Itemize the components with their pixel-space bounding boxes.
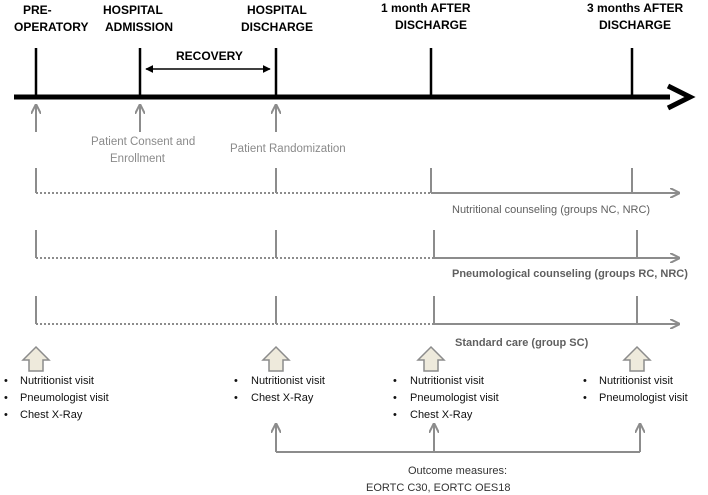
- month3-visit-list: • Nutritionist visit • Pneumologist visi…: [583, 375, 688, 404]
- month3-visit-block-arrow: [622, 345, 652, 372]
- discharge-visit-block-arrow: [261, 345, 291, 372]
- svg-text:•: •: [583, 392, 587, 404]
- phase-preop-label: PRE- OPERATORY: [14, 3, 88, 34]
- phase-discharge-label: HOSPITAL DISCHARGE: [241, 3, 313, 34]
- svg-text:•: •: [234, 375, 238, 387]
- month1-visit-list: • Nutritionist visit • Pneumologist visi…: [393, 375, 499, 421]
- month1-visit-block-arrow: [416, 345, 446, 372]
- svg-text:Nutritionist visit: Nutritionist visit: [251, 375, 325, 387]
- outcome-connector: [276, 424, 640, 453]
- track-pneumological-label: Pneumological counseling (groups RC, NRC…: [452, 268, 688, 280]
- svg-text:•: •: [4, 409, 8, 421]
- main-time-axis-arrowhead: [666, 83, 696, 111]
- track-nutritional: Nutritional counseling (groups NC, NRC): [35, 168, 679, 216]
- phase-month1-label: 1 month AFTER DISCHARGE: [381, 1, 474, 32]
- discharge-visit-list: • Nutritionist visit • Chest X-Ray: [234, 375, 325, 404]
- svg-text:•: •: [393, 409, 397, 421]
- svg-text:Pneumologist visit: Pneumologist visit: [20, 392, 109, 404]
- phase-admission-label: HOSPITAL ADMISSION: [103, 3, 173, 34]
- svg-text:•: •: [4, 392, 8, 404]
- svg-text:•: •: [4, 375, 8, 387]
- svg-text:Nutritionist visit: Nutritionist visit: [599, 375, 673, 387]
- track-nutritional-label: Nutritional counseling (groups NC, NRC): [452, 204, 650, 216]
- svg-text:Nutritionist visit: Nutritionist visit: [410, 375, 484, 387]
- preop-visit-block-arrow: [21, 345, 51, 372]
- svg-text:Pneumologist visit: Pneumologist visit: [410, 392, 499, 404]
- svg-text:•: •: [234, 392, 238, 404]
- svg-text:Chest X-Ray: Chest X-Ray: [410, 409, 473, 421]
- preop-visit-list: • Nutritionist visit • Pneumologist visi…: [4, 375, 109, 421]
- track-standard-label: Standard care (group SC): [455, 337, 589, 349]
- consent-enrollment-label: Patient Consent and Enrollment: [91, 136, 198, 165]
- track-standard: Standard care (group SC): [35, 296, 679, 349]
- track-pneumological: Pneumological counseling (groups RC, NRC…: [35, 230, 688, 280]
- svg-text:•: •: [393, 375, 397, 387]
- svg-text:•: •: [583, 375, 587, 387]
- svg-text:Chest X-Ray: Chest X-Ray: [251, 392, 314, 404]
- recovery-label: RECOVERY: [176, 49, 243, 63]
- outcome-measures-label: Outcome measures: EORTC C30, EORTC OES18: [366, 465, 510, 494]
- svg-text:Nutritionist visit: Nutritionist visit: [20, 375, 94, 387]
- phase-month3-label: 3 months AFTER DISCHARGE: [587, 1, 687, 32]
- svg-text:Chest X-Ray: Chest X-Ray: [20, 409, 83, 421]
- randomization-label: Patient Randomization: [230, 143, 346, 155]
- svg-text:Pneumologist visit: Pneumologist visit: [599, 392, 688, 404]
- svg-text:•: •: [393, 392, 397, 404]
